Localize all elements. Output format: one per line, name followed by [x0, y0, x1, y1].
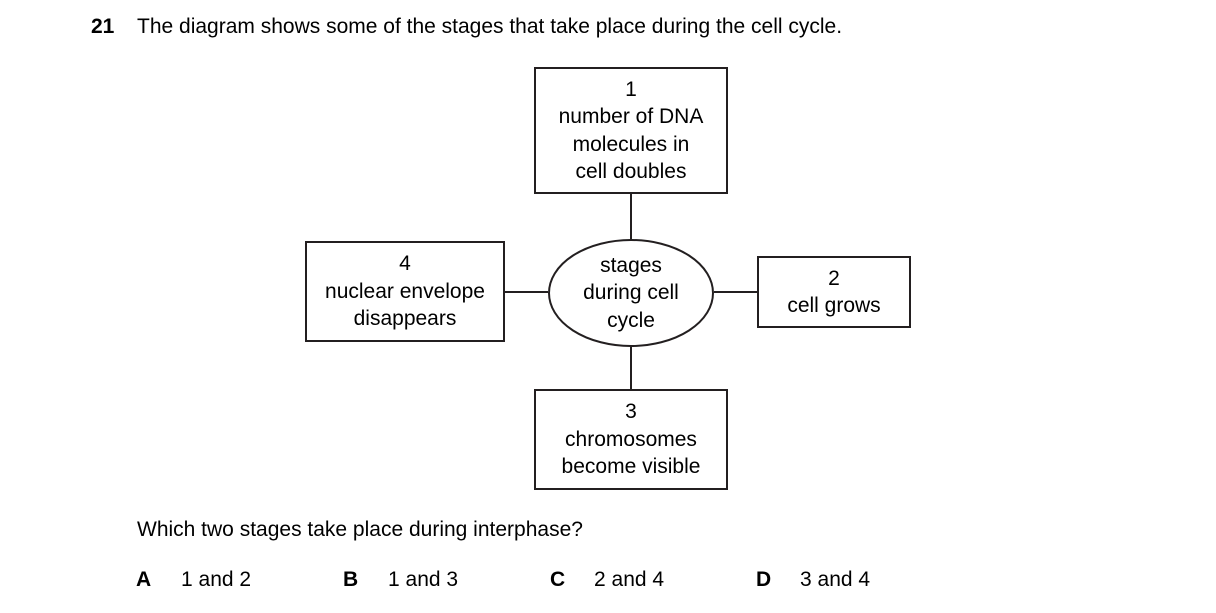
- option-letter: C: [550, 568, 566, 591]
- option-text: 1 and 2: [181, 568, 252, 591]
- stage-text-line: nuclear envelope: [325, 279, 485, 303]
- stage-text-line: become visible: [561, 455, 701, 479]
- option-letter: A: [136, 568, 152, 591]
- option-text: 2 and 4: [594, 568, 665, 591]
- stage-text-line: number of DNA: [558, 105, 704, 128]
- center-label: stages during cell cycle: [548, 239, 714, 347]
- question-prompt: Which two stages take place during inter…: [137, 518, 583, 541]
- stage-text-line: cell grows: [787, 294, 881, 317]
- question-stem: The diagram shows some of the stages tha…: [137, 15, 843, 38]
- option-text: 1 and 3: [388, 568, 459, 591]
- stage-box-2: 2 cell grows: [757, 256, 911, 328]
- question-number: 21: [91, 15, 115, 38]
- stage-number: 1: [625, 77, 637, 101]
- stage-text-line: cell doubles: [575, 160, 687, 183]
- stage-number: 2: [828, 266, 840, 290]
- center-line: stages: [600, 253, 662, 277]
- option-text: 3 and 4: [800, 568, 871, 591]
- option-letter: D: [756, 568, 772, 591]
- stage-box-3: 3 chromosomes become visible: [534, 389, 728, 490]
- stage-box-4: 4 nuclear envelope disappears: [305, 241, 505, 342]
- option-letter: B: [343, 568, 359, 591]
- center-line: cycle: [607, 308, 655, 332]
- center-line: during cell: [583, 281, 679, 305]
- stage-text-line: molecules in: [572, 132, 690, 156]
- stage-number: 4: [399, 252, 411, 276]
- stage-box-1: 1 number of DNA molecules in cell double…: [534, 67, 728, 194]
- stage-text-line: chromosomes: [565, 427, 697, 451]
- stage-text-line: disappears: [353, 307, 457, 331]
- stage-number: 3: [625, 400, 637, 424]
